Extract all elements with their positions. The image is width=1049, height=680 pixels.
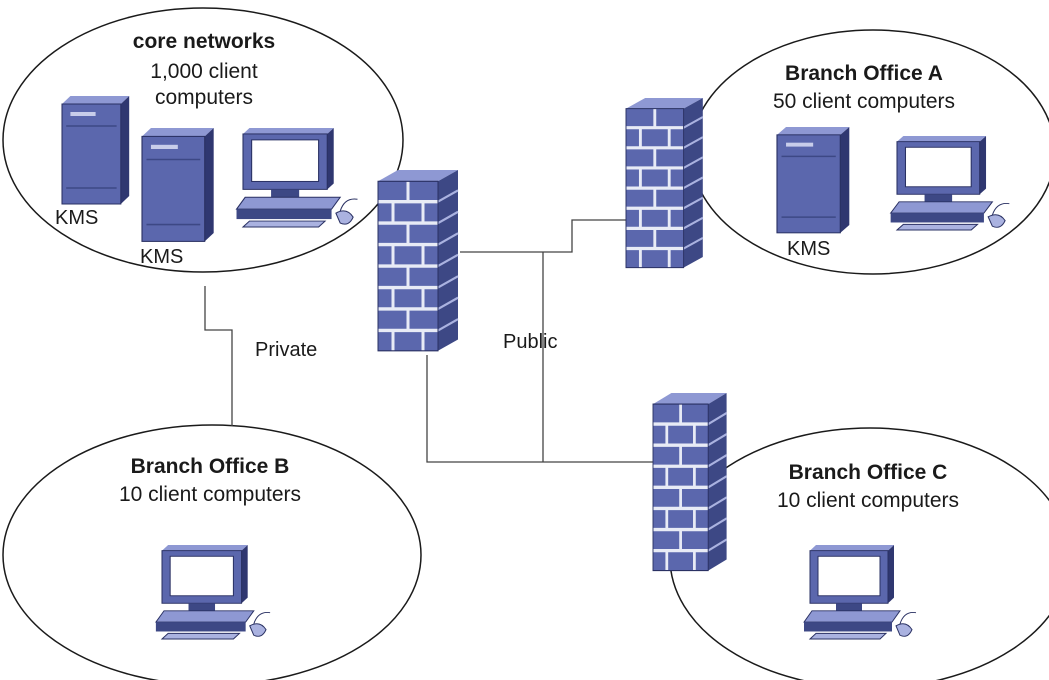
- public-link-branch-c: [426, 355, 660, 463]
- branch-a-subtitle: 50 client computers: [773, 90, 955, 113]
- branch-c-title: Branch Office C: [789, 461, 948, 484]
- private-link-label: Private: [255, 339, 317, 361]
- core-network-count-line2: computers: [155, 86, 253, 109]
- branch-a-firewall: [624, 96, 705, 270]
- branch-b-title: Branch Office B: [131, 455, 290, 478]
- branch-a-title: Branch Office A: [785, 62, 943, 85]
- private-link: [204, 286, 233, 426]
- branch-a-kms-server: [776, 126, 851, 234]
- core-network-title: core networks: [133, 30, 275, 53]
- core-kms-label-1: KMS: [55, 207, 98, 229]
- central-firewall: [376, 168, 460, 353]
- branch-c-subtitle: 10 client computers: [777, 489, 959, 512]
- core-network-count-line1: 1,000 client: [150, 60, 258, 83]
- core-kms-server-2: [141, 127, 215, 243]
- branch-c-firewall: [651, 391, 729, 573]
- branch-b-subtitle: 10 client computers: [119, 483, 301, 506]
- public-link-label: Public: [503, 331, 557, 353]
- branch-a-kms-label: KMS: [787, 238, 830, 260]
- core-kms-server-1: [61, 95, 130, 205]
- public-link-branch-a: [460, 219, 626, 253]
- core-kms-label-2: KMS: [140, 246, 183, 268]
